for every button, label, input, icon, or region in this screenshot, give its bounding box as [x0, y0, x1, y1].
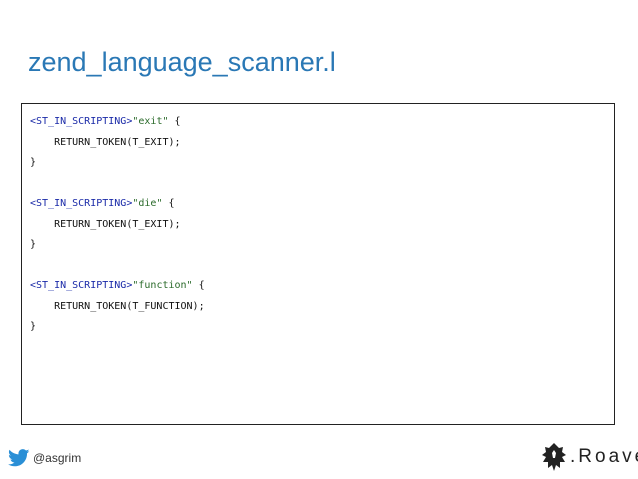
- code-line: <ST_IN_SCRIPTING>"function" {: [30, 276, 614, 297]
- code-text: RETURN_TOKEN(T_EXIT);: [30, 136, 181, 148]
- code-line: [30, 174, 614, 195]
- code-line: }: [30, 317, 614, 338]
- roave-brand: .Roave: [540, 440, 638, 474]
- code-state-token: <ST_IN_SCRIPTING>: [30, 116, 133, 127]
- code-text: {: [168, 116, 181, 127]
- code-state-token: <ST_IN_SCRIPTING>: [30, 198, 133, 209]
- twitter-handle[interactable]: @asgrim: [8, 446, 81, 470]
- code-string-token: "die": [132, 198, 163, 209]
- code-line: <ST_IN_SCRIPTING>"exit" {: [30, 112, 614, 133]
- code-text: RETURN_TOKEN(T_FUNCTION);: [30, 300, 205, 312]
- code-text: }: [30, 157, 37, 168]
- code-line: RETURN_TOKEN(T_EXIT);: [30, 215, 614, 236]
- code-text: RETURN_TOKEN(T_EXIT);: [30, 218, 181, 230]
- code-line: }: [30, 153, 614, 174]
- code-line: RETURN_TOKEN(T_FUNCTION);: [30, 297, 614, 318]
- code-block: <ST_IN_SCRIPTING>"exit" { RETURN_TOKEN(T…: [21, 103, 615, 425]
- twitter-handle-text: @asgrim: [33, 451, 82, 465]
- code-text: {: [192, 280, 205, 291]
- code-line: <ST_IN_SCRIPTING>"die" {: [30, 194, 614, 215]
- twitter-bird-icon: [8, 449, 30, 467]
- code-text: }: [30, 321, 37, 332]
- code-string-token: "exit": [132, 116, 169, 127]
- code-line: RETURN_TOKEN(T_EXIT);: [30, 133, 614, 154]
- code-state-token: <ST_IN_SCRIPTING>: [30, 280, 133, 291]
- roave-brand-name: Roave: [578, 446, 638, 467]
- roave-brand-text: .Roave: [570, 446, 638, 468]
- roave-logo-icon: [540, 442, 568, 472]
- code-line: [30, 256, 614, 277]
- code-string-token: "function": [132, 280, 193, 291]
- code-line: }: [30, 235, 614, 256]
- roave-brand-dot: .: [570, 446, 579, 467]
- code-text: {: [162, 198, 175, 209]
- code-text: }: [30, 239, 37, 250]
- slide-title: zend_language_scanner.l: [28, 47, 336, 77]
